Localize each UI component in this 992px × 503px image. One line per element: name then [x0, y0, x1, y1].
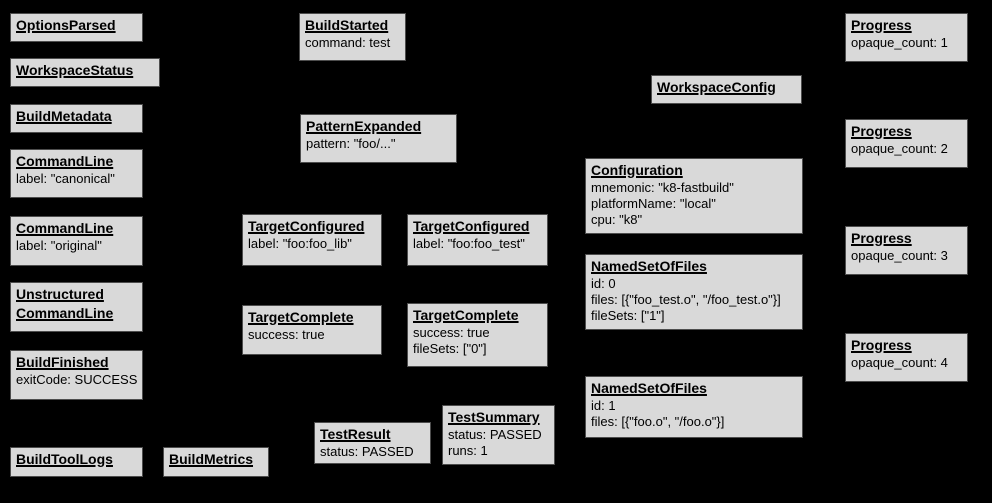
node-field: opaque_count: 4 [851, 355, 948, 370]
node-field: pattern: "foo/..." [306, 136, 396, 151]
node-title: TestSummary [448, 409, 540, 425]
node-title: Progress [851, 337, 912, 353]
node-buildtoollogs: BuildToolLogs [10, 447, 143, 477]
node-field: fileSets: ["1"] [591, 308, 665, 323]
node-buildmetadata: BuildMetadata [10, 104, 143, 133]
node-title: OptionsParsed [16, 17, 116, 33]
node-title: CommandLine [16, 220, 114, 236]
node-testresult: TestResult status: PASSED [314, 422, 431, 464]
node-field: status: PASSED [448, 427, 542, 442]
node-patternexpanded: PatternExpanded pattern: "foo/..." [300, 114, 457, 163]
node-targetconfigured: TargetConfigured label: "foo:foo_lib" [242, 214, 382, 266]
node-field: runs: 1 [448, 443, 488, 458]
node-title: Progress [851, 123, 912, 139]
node-title: Configuration [591, 162, 683, 178]
node-field: opaque_count: 2 [851, 141, 948, 156]
node-title: Progress [851, 17, 912, 33]
node-field: cpu: "k8" [591, 212, 643, 227]
node-workspaceconfig: WorkspaceConfig [651, 75, 802, 104]
node-title: WorkspaceConfig [657, 79, 776, 95]
node-configuration: Configuration mnemonic: "k8-fastbuild"pla… [585, 158, 803, 234]
node-title: BuildFinished [16, 354, 109, 370]
node-title: BuildMetadata [16, 108, 112, 124]
node-field: success: true [413, 325, 490, 340]
node-title: PatternExpanded [306, 118, 422, 134]
node-progress-3: Progress opaque_count: 3 [845, 226, 968, 275]
node-field: status: PASSED [320, 444, 414, 459]
node-title: NamedSetOfFiles [591, 380, 707, 396]
node-unstructuredcommandline: Unstructured CommandLine [10, 282, 143, 332]
node-field: fileSets: ["0"] [413, 341, 487, 356]
node-title: NamedSetOfFiles [591, 258, 707, 274]
node-field: label: "foo:foo_lib" [248, 236, 352, 251]
node-optionsparsed: OptionsParsed [10, 13, 143, 42]
node-commandline: CommandLine label: "canonical" [10, 149, 143, 198]
node-field: files: [{"foo_test.o", "/foo_test.o"}] [591, 292, 781, 307]
node-title: TargetConfigured [413, 218, 530, 234]
node-field: label: "foo:foo_test" [413, 236, 525, 251]
node-commandline-2: CommandLine label: "original" [10, 216, 143, 266]
node-title: TargetComplete [248, 309, 354, 325]
node-title: BuildMetrics [169, 451, 254, 467]
node-field: platformName: "local" [591, 196, 716, 211]
node-title: TargetConfigured [248, 218, 365, 234]
node-title: TargetComplete [413, 307, 519, 323]
node-field: success: true [248, 327, 325, 342]
node-title: Progress [851, 230, 912, 246]
node-progress-4: Progress opaque_count: 4 [845, 333, 968, 382]
node-targetcomplete: TargetComplete success: true [242, 305, 382, 355]
node-field: exitCode: SUCCESS [16, 372, 138, 387]
node-title: Unstructured CommandLine [16, 286, 114, 321]
node-field: label: "canonical" [16, 171, 115, 186]
node-field: id: 1 [591, 398, 616, 413]
node-field: command: test [305, 35, 391, 50]
node-field: mnemonic: "k8-fastbuild" [591, 180, 734, 195]
node-title: BuildStarted [305, 17, 389, 33]
node-title: BuildToolLogs [16, 451, 113, 467]
node-workspacestatus: WorkspaceStatus [10, 58, 160, 87]
node-progress: Progress opaque_count: 1 [845, 13, 968, 62]
node-buildmetrics: BuildMetrics [163, 447, 269, 477]
node-title: CommandLine [16, 153, 114, 169]
node-field: opaque_count: 1 [851, 35, 948, 50]
node-targetconfigured-2: TargetConfigured label: "foo:foo_test" [407, 214, 548, 266]
node-title: TestResult [320, 426, 391, 442]
node-field: id: 0 [591, 276, 616, 291]
node-buildfinished: BuildFinished exitCode: SUCCESS [10, 350, 143, 400]
node-progress-2: Progress opaque_count: 2 [845, 119, 968, 168]
node-field: label: "original" [16, 238, 102, 253]
node-field: files: [{"foo.o", "/foo.o"}] [591, 414, 725, 429]
node-buildstarted: BuildStarted command: test [299, 13, 406, 61]
node-field: opaque_count: 3 [851, 248, 948, 263]
node-title: WorkspaceStatus [16, 62, 134, 78]
